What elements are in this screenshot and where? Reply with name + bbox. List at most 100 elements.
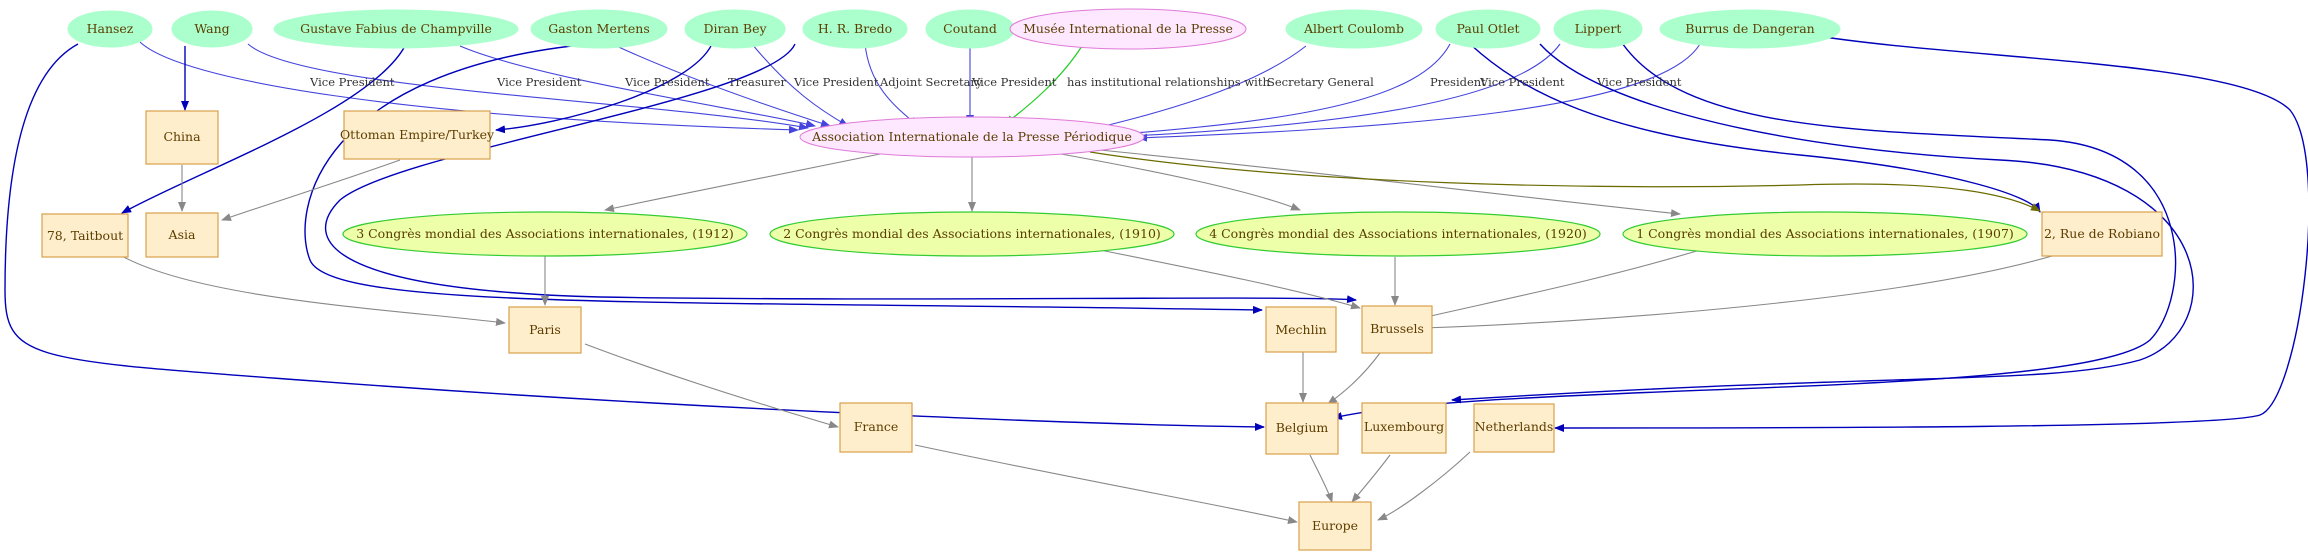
edge-dangeran-aipp [1137,43,1701,142]
node-netherlands[interactable]: Netherlands [1473,403,1555,453]
edge-champville-taitbout [121,45,406,214]
edge-label-dangeran: Vice President [1596,75,1682,89]
edge-robiano-brussels [1422,255,2053,332]
node-champville[interactable]: Gustave Fabius de Champville [273,9,519,49]
edge-taitbout-paris [119,254,506,326]
node-label-europe: Europe [1312,518,1358,533]
person-nodes: Hansez Wang Gustave Fabius de Champville… [67,8,1841,50]
edge-mertens-aipp [611,43,831,128]
node-label-otlet: Paul Otlet [1456,21,1519,36]
edge-dangeran-netherlands [1554,33,2308,432]
node-label-c1907: 1 Congrès mondial des Associations inter… [1636,226,2014,241]
node-hansez[interactable]: Hansez [67,10,153,48]
edge-bey-ottoman [495,43,713,134]
node-label-hansez: Hansez [87,21,134,36]
node-c1920[interactable]: 4 Congrès mondial des Associations inter… [1195,211,1601,257]
node-europe[interactable]: Europe [1298,501,1372,551]
node-paris[interactable]: Paris [508,306,582,354]
edge-aipp-robiano [1089,151,2041,212]
person-place-edges [4,33,2308,432]
node-luxembourg[interactable]: Luxembourg [1361,402,1447,454]
structure-edges [119,149,2053,524]
node-label-luxembourg: Luxembourg [1364,419,1444,434]
node-label-wang: Wang [194,21,229,36]
node-label-bredo: H. R. Bredo [818,21,892,36]
edge-label-bey: Vice President [793,75,879,89]
node-c1912[interactable]: 3 Congrès mondial des Associations inter… [342,211,748,257]
edge-label-otlet: President [1430,75,1486,89]
edge-bredo-brussels [325,43,1357,304]
edge-ottoman-asia [221,159,401,221]
node-label-ottoman: Ottoman Empire/Turkey [340,127,495,142]
node-robiano[interactable]: 2, Rue de Robiano [2041,211,2163,257]
node-label-netherlands: Netherlands [1475,419,1554,434]
node-brussels[interactable]: Brussels [1361,305,1433,354]
event-nodes: 3 Congrès mondial des Associations inter… [342,211,2028,257]
node-belgium[interactable]: Belgium [1265,402,1339,455]
node-bredo[interactable]: H. R. Bredo [802,9,908,49]
node-c1910[interactable]: 2 Congrès mondial des Associations inter… [769,211,1175,257]
node-label-c1912: 3 Congrès mondial des Associations inter… [356,226,734,241]
node-aipp[interactable]: Association Internationale de la Presse … [799,116,1145,158]
node-label-dangeran: Burrus de Dangeran [1685,21,1814,36]
edge-luxembourg-europe [1351,454,1391,503]
edge-belgium-europe [1309,454,1333,503]
edge-wang-aipp [247,43,809,131]
edge-lippert-belgium [1332,39,2177,420]
edge-c1910-brussels [1099,249,1361,310]
node-china[interactable]: China [145,110,219,165]
node-mertens[interactable]: Gaston Mertens [530,9,668,49]
node-ottoman[interactable]: Ottoman Empire/Turkey [340,110,495,160]
node-label-mertens: Gaston Mertens [548,21,649,36]
node-france[interactable]: France [839,402,913,453]
node-label-china: China [163,129,201,144]
edge-label-mertens: Treasurer [728,75,786,89]
node-label-paris: Paris [529,322,561,337]
node-label-bey: Diran Bey [703,21,767,36]
node-c1907[interactable]: 1 Congrès mondial des Associations inter… [1622,211,2028,257]
edge-paris-france [584,343,839,429]
edge-label-coulomb: Secretary General [1267,75,1374,89]
edge-otlet-aipp [1121,43,1451,138]
edge-label-bredo: Adjoint Secretary [879,75,983,89]
node-label-musee: Musée International de la Presse [1023,21,1233,36]
node-label-belgium: Belgium [1276,420,1329,435]
node-label-aipp: Association Internationale de la Presse … [811,129,1132,144]
node-coulomb[interactable]: Albert Coulomb [1285,9,1423,49]
node-taitbout[interactable]: 78, Taitbout [41,213,129,258]
edge-label-hansez: Vice President [309,75,395,89]
node-label-coulomb: Albert Coulomb [1303,21,1404,36]
edge-label-wang: Vice President [496,75,582,89]
node-label-taitbout: 78, Taitbout [47,228,123,243]
node-mechlin[interactable]: Mechlin [1265,306,1337,353]
node-wang[interactable]: Wang [171,10,253,48]
node-label-asia: Asia [168,227,196,242]
node-label-lippert: Lippert [1575,21,1622,36]
node-bey[interactable]: Diran Bey [684,9,786,49]
edge-hansez-belgium [4,43,1265,431]
node-coutand[interactable]: Coutand [925,9,1015,49]
edge-netherlands-europe [1377,451,1471,521]
node-label-mechlin: Mechlin [1275,322,1326,337]
node-label-france: France [854,419,899,434]
edge-otlet-robiano [1469,43,2041,213]
node-label-c1910: 2 Congrès mondial des Associations inter… [783,226,1161,241]
edge-label-lippert: Vice President [1479,75,1565,89]
edge-brussels-belgium [1327,352,1381,405]
node-musee[interactable]: Musée International de la Presse [1009,8,1247,50]
edge-label-champville: Vice President [624,75,710,89]
place-nodes: China Ottoman Empire/Turkey 78, Taitbout… [41,110,2163,551]
node-label-coutand: Coutand [943,21,997,36]
node-label-robiano: 2, Rue de Robiano [2044,226,2160,241]
node-lippert[interactable]: Lippert [1553,9,1643,49]
node-label-brussels: Brussels [1370,321,1424,336]
node-asia[interactable]: Asia [145,212,219,258]
node-dangeran[interactable]: Burrus de Dangeran [1659,9,1841,49]
node-label-champville: Gustave Fabius de Champville [300,21,492,36]
edge-coulomb-aipp [1087,45,1307,132]
node-label-c1920: 4 Congrès mondial des Associations inter… [1209,226,1587,241]
edge-hansez-aipp [139,41,799,134]
edge-lippert-aipp [1129,43,1561,140]
node-otlet[interactable]: Paul Otlet [1435,9,1541,49]
